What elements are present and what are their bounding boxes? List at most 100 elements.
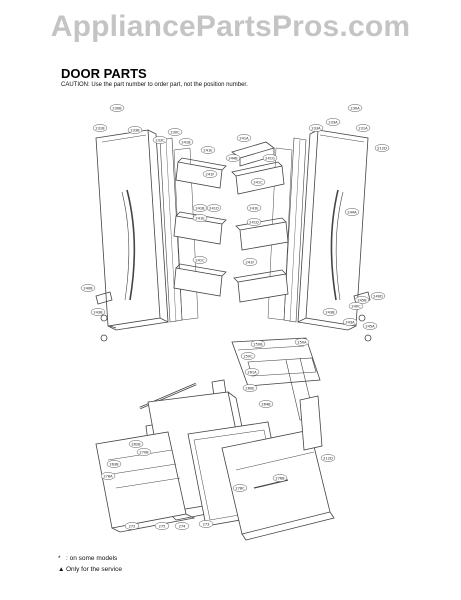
- callout-241e: 241E: [246, 204, 262, 212]
- freezer-drawer: [95, 337, 335, 541]
- callout-label: 261A: [247, 370, 257, 374]
- callout-275: 275: [154, 522, 170, 530]
- note-text: Only for the service: [66, 566, 122, 573]
- callout-label: 241B: [195, 206, 205, 210]
- hinges: [95, 291, 372, 342]
- door-bins: [173, 141, 289, 303]
- callout-231b: 231B: [92, 124, 108, 132]
- callout-label: 233B: [130, 128, 140, 132]
- callout-label: 273: [203, 522, 210, 526]
- callout-230a: 230A: [347, 104, 363, 112]
- callout-label: 212D: [377, 146, 387, 150]
- callout-250b: 250B: [250, 340, 266, 348]
- callout-241c: 241C: [192, 256, 208, 264]
- callout-233a: 233A: [308, 124, 324, 132]
- callout-241c: 241C: [250, 178, 266, 186]
- callout-245b: 245B: [354, 296, 370, 304]
- callout-label: 270B: [139, 450, 149, 454]
- callout-260e: 260E: [242, 384, 258, 392]
- callout-label: 274: [179, 524, 187, 528]
- callout-label: 243B: [93, 310, 103, 314]
- callout-241b: 241B: [192, 204, 208, 212]
- callout-250c: 250C: [240, 352, 256, 360]
- callout-233c: 233C: [152, 136, 168, 144]
- right-door: [267, 129, 369, 331]
- callout-label: 212D: [323, 456, 333, 460]
- callout-label: 272: [129, 524, 136, 528]
- callout-label: 263B: [109, 462, 119, 466]
- callout-label: 241C: [195, 258, 205, 262]
- callout-label: 241F: [246, 260, 255, 264]
- callout-263b: 263B: [106, 460, 122, 468]
- callout-label: 241C: [253, 180, 263, 184]
- callout-label: 245A: [365, 324, 375, 328]
- callout-245a: 245A: [362, 322, 378, 330]
- callout-label: 276B: [275, 476, 285, 480]
- callout-244a: 244A: [344, 208, 360, 216]
- callout-label: 264B: [261, 402, 271, 406]
- callout-label: 241F: [206, 172, 215, 176]
- callout-label: 275: [159, 524, 166, 528]
- callout-label: 240B: [83, 286, 93, 290]
- callout-241e: 241E: [200, 146, 216, 154]
- callout-label: 240D: [373, 294, 383, 298]
- callout-262b: 262B: [128, 440, 144, 448]
- callout-264b: 264B: [258, 400, 274, 408]
- callout-label: 231B: [95, 126, 105, 130]
- callout-label: 241G: [265, 156, 275, 160]
- callout-label: 241E: [249, 206, 259, 210]
- note-on-some-models: * : on some models: [58, 553, 122, 564]
- callout-230b: 230B: [109, 104, 125, 112]
- callout-label: 240C: [351, 304, 361, 308]
- callout-label: 241B: [181, 140, 191, 144]
- callout-230c: 230C: [167, 128, 183, 136]
- callout-244b: 244B: [225, 154, 241, 162]
- callout-label: 250C: [243, 354, 253, 358]
- callout-label: 244B: [228, 156, 238, 160]
- callout-233b: 233B: [127, 126, 143, 134]
- callout-label: 231A: [358, 126, 368, 130]
- callout-274: 274: [174, 522, 190, 530]
- callout-label: 233A: [328, 120, 338, 124]
- callout-241b: 241B: [178, 138, 194, 146]
- callout-240d: 240D: [370, 292, 386, 300]
- callout-212d: 212D: [320, 454, 336, 462]
- callout-label: 278A: [103, 474, 113, 478]
- callout-241f: 241F: [242, 258, 258, 266]
- callout-label: 250A: [297, 340, 307, 344]
- callout-278a: 278A: [100, 472, 116, 480]
- callout-label: 230C: [170, 130, 180, 134]
- callout-243b: 243B: [90, 308, 106, 316]
- callout-231a: 231A: [355, 124, 371, 132]
- callout-261a: 261A: [244, 368, 260, 376]
- watermark: AppliancePartsPros.com: [50, 10, 411, 43]
- callout-label: 241D: [209, 206, 219, 210]
- callout-233a: 233A: [325, 118, 341, 126]
- note-symbol-triangle: ▲: [58, 566, 65, 573]
- callout-label: 233A: [311, 126, 321, 130]
- callout-241d: 241D: [206, 204, 222, 212]
- callout-243a: 243A: [342, 318, 358, 326]
- callout-label: 241E: [195, 216, 205, 220]
- callout-label: 243A: [345, 320, 355, 324]
- callout-243b: 243B: [322, 308, 338, 316]
- callout-label: 243B: [325, 310, 335, 314]
- callout-label: 278C: [235, 486, 245, 490]
- callout-241e: 241E: [192, 214, 208, 222]
- callout-270b: 270B: [136, 448, 152, 456]
- note-symbol-star: *: [58, 555, 61, 562]
- callout-250a: 250A: [294, 338, 310, 346]
- callout-label: 230A: [350, 106, 360, 110]
- callout-241f: 241F: [202, 170, 218, 178]
- left-door: [95, 129, 199, 331]
- callout-241d: 241D: [246, 218, 262, 226]
- callout-label: 262B: [131, 442, 141, 446]
- callout-212d: 212D: [374, 144, 390, 152]
- callout-276b: 276B: [272, 474, 288, 482]
- callout-label: 244A: [347, 210, 357, 214]
- callout-label: 260E: [245, 386, 255, 390]
- callout-label: 241A: [239, 136, 249, 140]
- callout-label: 241E: [203, 148, 213, 152]
- note-text: : on some models: [66, 555, 118, 562]
